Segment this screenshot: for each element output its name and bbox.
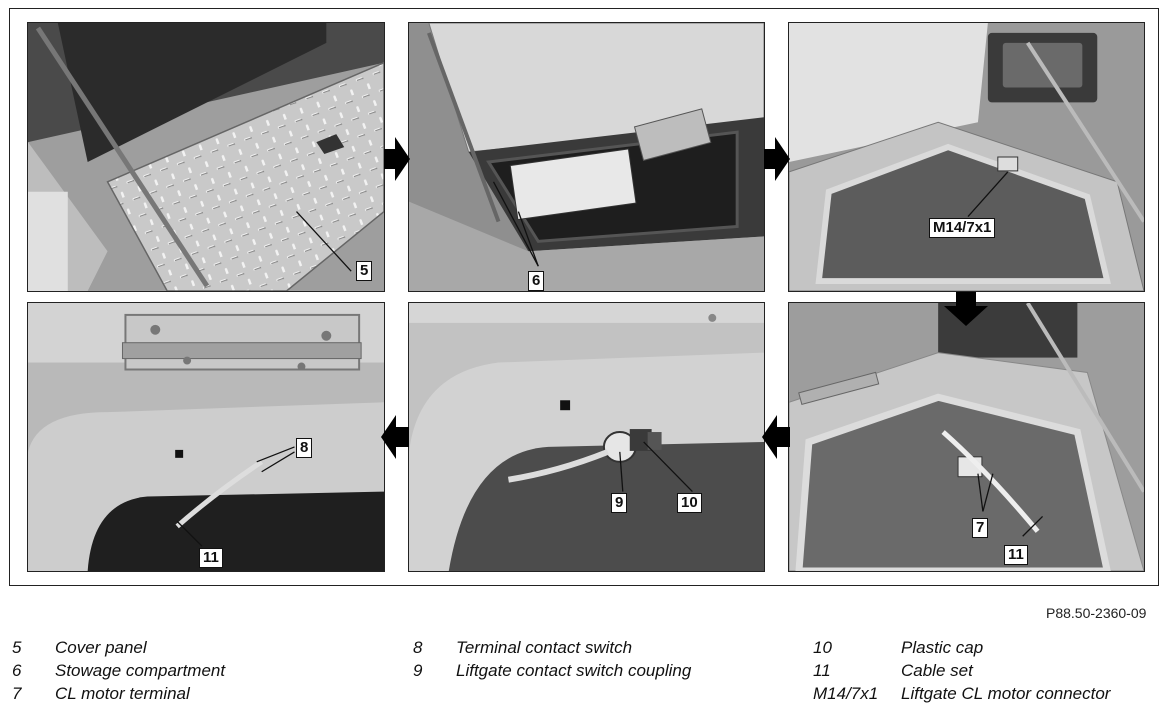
- callout-11-right: 11: [1004, 545, 1028, 565]
- callout-7: 7: [972, 518, 989, 538]
- callout-10: 10: [677, 493, 702, 513]
- callout-8: 8: [296, 438, 313, 458]
- photo-stowage-compartment: 6: [408, 22, 765, 292]
- callout-6: 6: [528, 271, 545, 291]
- callout-9: 9: [611, 493, 628, 513]
- callout-M14-7x1: M14/7x1: [929, 218, 996, 238]
- photo-motor-terminal: 7 11: [788, 302, 1145, 572]
- photo-switch-coupling: 9 10: [408, 302, 765, 572]
- photo-cover-panel: 5: [27, 22, 385, 292]
- document-reference: P88.50-2360-09: [1046, 605, 1147, 621]
- arrow-left-icon: [381, 415, 409, 459]
- callout-5: 5: [356, 261, 373, 281]
- photo-motor-connector: M14/7x1: [788, 22, 1145, 292]
- illustration-frame: 5 6 M14/7x1: [9, 8, 1159, 586]
- arrow-down-icon: [944, 292, 988, 326]
- arrow-left-icon: [762, 415, 790, 459]
- callout-11-left: 11: [199, 548, 223, 568]
- arrow-right-icon: [384, 137, 410, 181]
- photo-terminal-contact-switch: 8 11: [27, 302, 385, 572]
- arrow-right-icon: [764, 137, 790, 181]
